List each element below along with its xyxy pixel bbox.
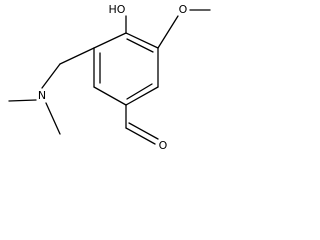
aldehyde-oxygen-label: O bbox=[159, 139, 168, 152]
methoxy-oxygen-label: O bbox=[179, 3, 188, 16]
ring-bond-1 bbox=[125, 32, 159, 49]
aldehyde-carbonyl-bond bbox=[125, 127, 156, 145]
n-methyl-left-bond bbox=[8, 99, 37, 102]
ring-bond-6 bbox=[93, 32, 127, 49]
benzene-ring bbox=[93, 32, 159, 106]
ring-bond-4 bbox=[93, 86, 127, 106]
amine-nitrogen-label: N bbox=[38, 89, 46, 102]
aldehyde-carbonyl-double-bond bbox=[128, 122, 159, 140]
methylene-nitrogen-bond bbox=[41, 63, 61, 89]
hydroxyl-label: HO bbox=[109, 3, 126, 16]
ring-double-bond-2 bbox=[126, 83, 153, 100]
n-methyl-down-bond bbox=[45, 102, 61, 135]
ring-double-bond-1 bbox=[126, 38, 154, 53]
chemical-structure-diagram: HO O N O bbox=[8, 3, 211, 152]
ring-bond-3 bbox=[125, 86, 159, 106]
methoxy-ring-bond bbox=[157, 15, 179, 49]
methylene-bond bbox=[59, 47, 95, 65]
